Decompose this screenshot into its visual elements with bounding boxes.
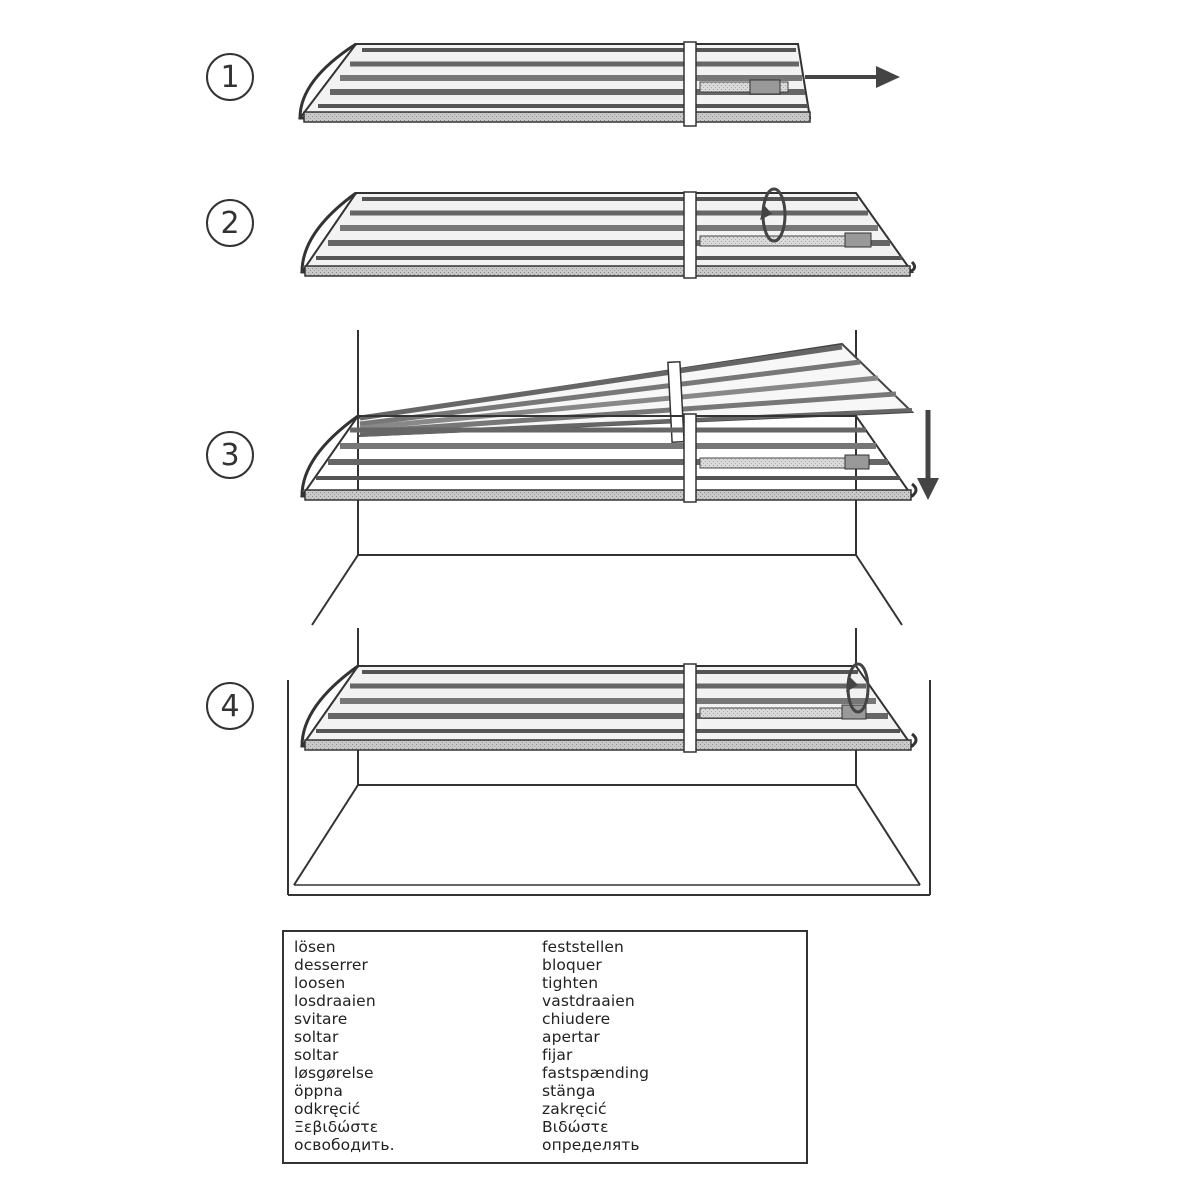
tighten-label: chiudere <box>542 1010 611 1028</box>
step-2-shelf <box>300 191 917 279</box>
step-4-cabinet <box>287 628 931 896</box>
tighten-label: apertar <box>542 1028 600 1046</box>
tighten-label: stänga <box>542 1082 596 1100</box>
tighten-label: tighten <box>542 974 599 992</box>
step-4-number: 4 <box>206 682 254 730</box>
tighten-label: определять <box>542 1136 640 1154</box>
loosen-label: soltar <box>294 1028 339 1046</box>
loosen-label: Ξεβιδώστε <box>294 1118 379 1136</box>
rotate-arrow-icon <box>846 662 870 714</box>
arrow-down-icon <box>917 410 939 500</box>
rotate-arrow-icon <box>760 187 787 243</box>
step-1-number: 1 <box>206 53 254 101</box>
tighten-label: bloquer <box>542 956 602 974</box>
step-1-shelf <box>297 41 812 127</box>
step-2-number: 2 <box>206 199 254 247</box>
loosen-label: освободить. <box>294 1136 395 1154</box>
loosen-label: loosen <box>294 974 346 992</box>
tighten-label: Βιδώστε <box>542 1118 609 1136</box>
step-4-shelf <box>300 663 918 753</box>
loosen-label: svitare <box>294 1010 348 1028</box>
tighten-label: zakręcić <box>542 1100 607 1118</box>
loosen-label: öppna <box>294 1082 343 1100</box>
loosen-label: soltar <box>294 1046 339 1064</box>
tighten-label: fastspænding <box>542 1064 650 1082</box>
loosen-label: losdraaien <box>294 992 376 1010</box>
arrow-right-icon <box>805 66 900 88</box>
step-3-number: 3 <box>206 431 254 479</box>
loosen-label: lösen <box>294 938 336 956</box>
step-3-shelf <box>300 413 918 503</box>
loosen-label: løsgørelse <box>294 1064 374 1082</box>
loosen-label: desserrer <box>294 956 369 974</box>
tighten-label: vastdraaien <box>542 992 635 1010</box>
step-3-tilted-shelf <box>357 342 915 444</box>
tighten-label: fijar <box>542 1046 573 1064</box>
tighten-label: feststellen <box>542 938 624 956</box>
loosen-label: odkręcić <box>294 1100 361 1118</box>
